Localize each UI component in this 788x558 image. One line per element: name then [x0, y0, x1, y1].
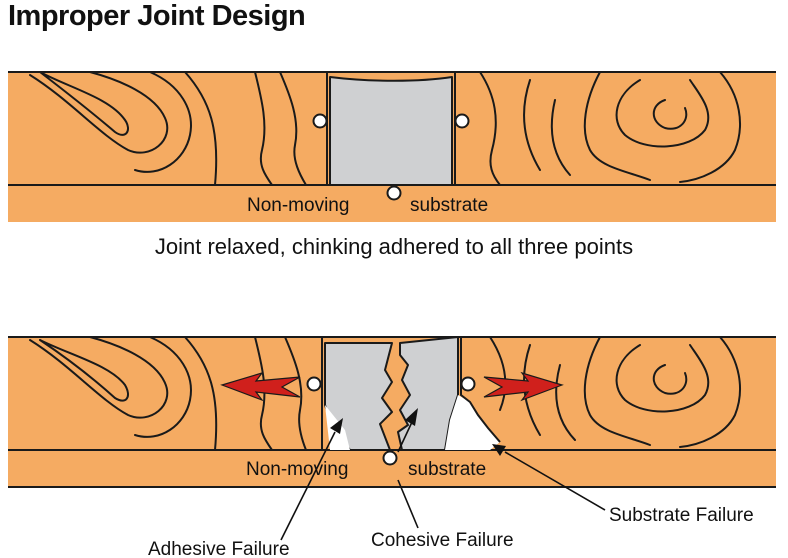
top-adhesion-point-left: [312, 113, 328, 129]
cohesive-failure-label: Cohesive Failure: [371, 530, 514, 551]
top-left-wood-grain: [29, 71, 307, 186]
top-adhesion-point-bottom: [386, 185, 402, 201]
right-movement-arrow: [483, 371, 564, 402]
cohesive-failure-pointer: [397, 408, 419, 529]
bottom-adhesion-point-bottom: [382, 450, 398, 466]
top-panel-caption: Joint relaxed, chinking adhered to all t…: [155, 234, 633, 259]
top-adhesion-point-right: [454, 113, 470, 129]
bottom-adhesion-point-right: [460, 376, 476, 392]
left-movement-arrow: [220, 371, 301, 402]
adhesive-failure-label: Adhesive Failure: [148, 539, 290, 558]
bottom-left-wood-grain: [29, 336, 307, 451]
bottom-substrate-label-right: substrate: [408, 459, 486, 480]
bottom-panel: Non-moving substrate Adhesive Failure Co…: [8, 336, 776, 558]
page-title: Improper Joint Design: [8, 0, 306, 32]
substrate-failure-label: Substrate Failure: [609, 505, 754, 526]
top-substrate-label-right: substrate: [410, 195, 488, 216]
top-chinking: [329, 76, 453, 186]
bottom-adhesion-point-left: [306, 376, 322, 392]
top-panel: Non-moving substrate: [8, 71, 776, 222]
substrate-crack-gap: [445, 395, 500, 450]
bottom-substrate-label-left: Non-moving: [246, 459, 348, 480]
top-right-wood-grain: [479, 71, 741, 186]
substrate-failure-pointer: [492, 444, 606, 511]
top-substrate-label-left: Non-moving: [247, 195, 349, 216]
adhesive-failure-pointer: [280, 418, 343, 541]
